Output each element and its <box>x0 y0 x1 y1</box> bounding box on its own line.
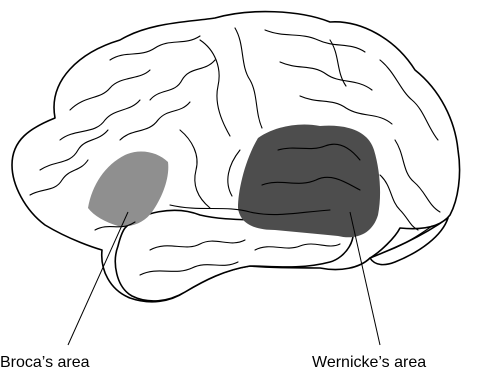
broca-area-label: Broca’s area <box>0 355 90 371</box>
wernicke-area-label: Wernicke’s area <box>312 355 426 371</box>
wernicke-region <box>238 125 380 238</box>
